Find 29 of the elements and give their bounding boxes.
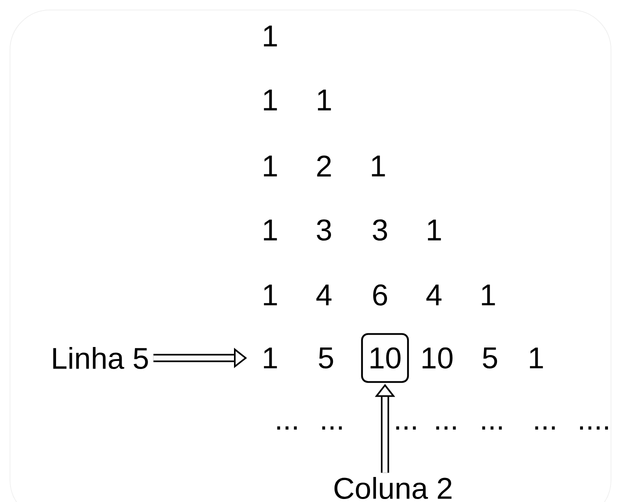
highlighted-number-box: 10 — [361, 333, 409, 383]
ellipsis: ... — [396, 426, 416, 430]
ellipsis: ... — [436, 426, 456, 430]
triangle-number: 3 — [372, 219, 388, 241]
triangle-number: 1 — [264, 348, 277, 368]
triangle-number: 1 — [264, 156, 277, 176]
triangle-number: 4 — [426, 284, 442, 306]
triangle-number: 6 — [373, 284, 388, 306]
ellipsis: ... — [322, 426, 342, 430]
ellipsis: ... — [535, 426, 555, 430]
triangle-number: 1 — [530, 348, 543, 368]
ellipsis: ... — [277, 426, 297, 430]
triangle-number: 3 — [316, 219, 332, 241]
row-label: Linha 5 — [53, 346, 148, 369]
ellipsis: ... — [482, 426, 502, 430]
ellipsis: .... — [580, 426, 608, 430]
triangle-number: 1 — [264, 220, 277, 240]
triangle-number: 1 — [428, 220, 441, 240]
triangle-number: 4 — [316, 284, 332, 306]
column-label: Coluna 2 — [334, 476, 452, 499]
triangle-number: 1 — [264, 284, 277, 306]
triangle-number: 1 — [264, 26, 277, 46]
triangle-number: 1 — [264, 90, 277, 110]
triangle-number: 1 — [482, 284, 495, 306]
triangle-number: 5 — [318, 348, 334, 368]
triangle-number: 1 — [372, 156, 385, 176]
triangle-number: 5 — [482, 348, 498, 368]
triangle-number: 1 — [318, 90, 331, 110]
triangle-number: 2 — [317, 156, 331, 176]
